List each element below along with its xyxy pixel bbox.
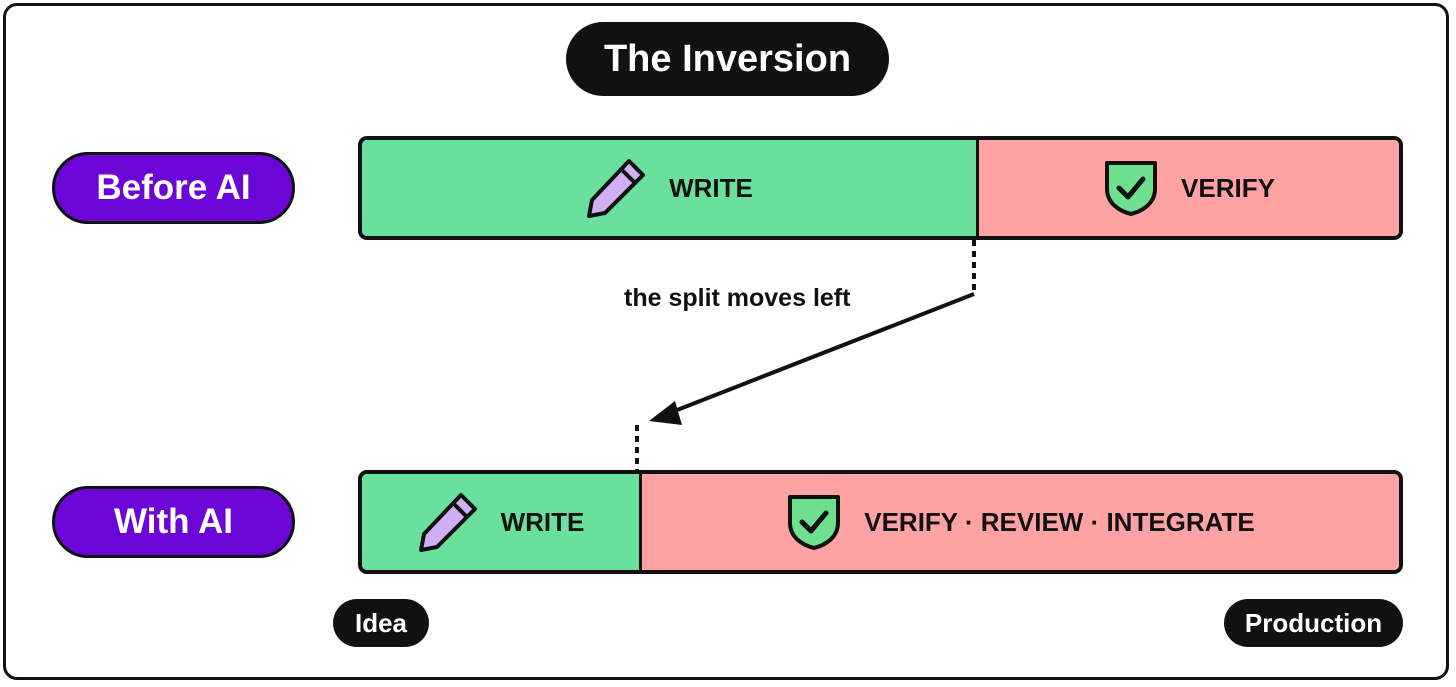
before-ai-verify-label: VERIFY bbox=[1181, 172, 1275, 203]
shield-check-icon bbox=[1103, 159, 1159, 217]
row-label-with-ai: With AI bbox=[52, 486, 295, 558]
row-label-before-ai: Before AI bbox=[52, 152, 295, 224]
with-ai-write-label: WRITE bbox=[500, 506, 585, 537]
with-ai-verify-segment: VERIFY · REVIEW · INTEGRATE bbox=[642, 474, 1399, 570]
with-ai-verify-label: VERIFY · REVIEW · INTEGRATE bbox=[864, 506, 1255, 537]
before-ai-write-segment: WRITE bbox=[362, 140, 979, 236]
diagram-title: The Inversion bbox=[566, 22, 889, 96]
pencil-icon bbox=[585, 157, 647, 219]
before-ai-write-label: WRITE bbox=[669, 172, 753, 203]
axis-end-label: Production bbox=[1224, 599, 1403, 647]
pencil-icon bbox=[417, 491, 479, 553]
with-ai-bar: WRITE VERIFY · REVIEW · INTEGRATE bbox=[358, 470, 1403, 574]
axis-start-label: Idea bbox=[333, 599, 429, 647]
arrow-caption: the split moves left bbox=[624, 284, 851, 312]
diagram-frame bbox=[3, 3, 1449, 680]
before-ai-bar: WRITE VERIFY bbox=[358, 136, 1403, 240]
before-ai-verify-segment: VERIFY bbox=[979, 140, 1399, 236]
shield-check-icon bbox=[786, 493, 842, 551]
with-ai-write-segment: WRITE bbox=[362, 474, 642, 570]
